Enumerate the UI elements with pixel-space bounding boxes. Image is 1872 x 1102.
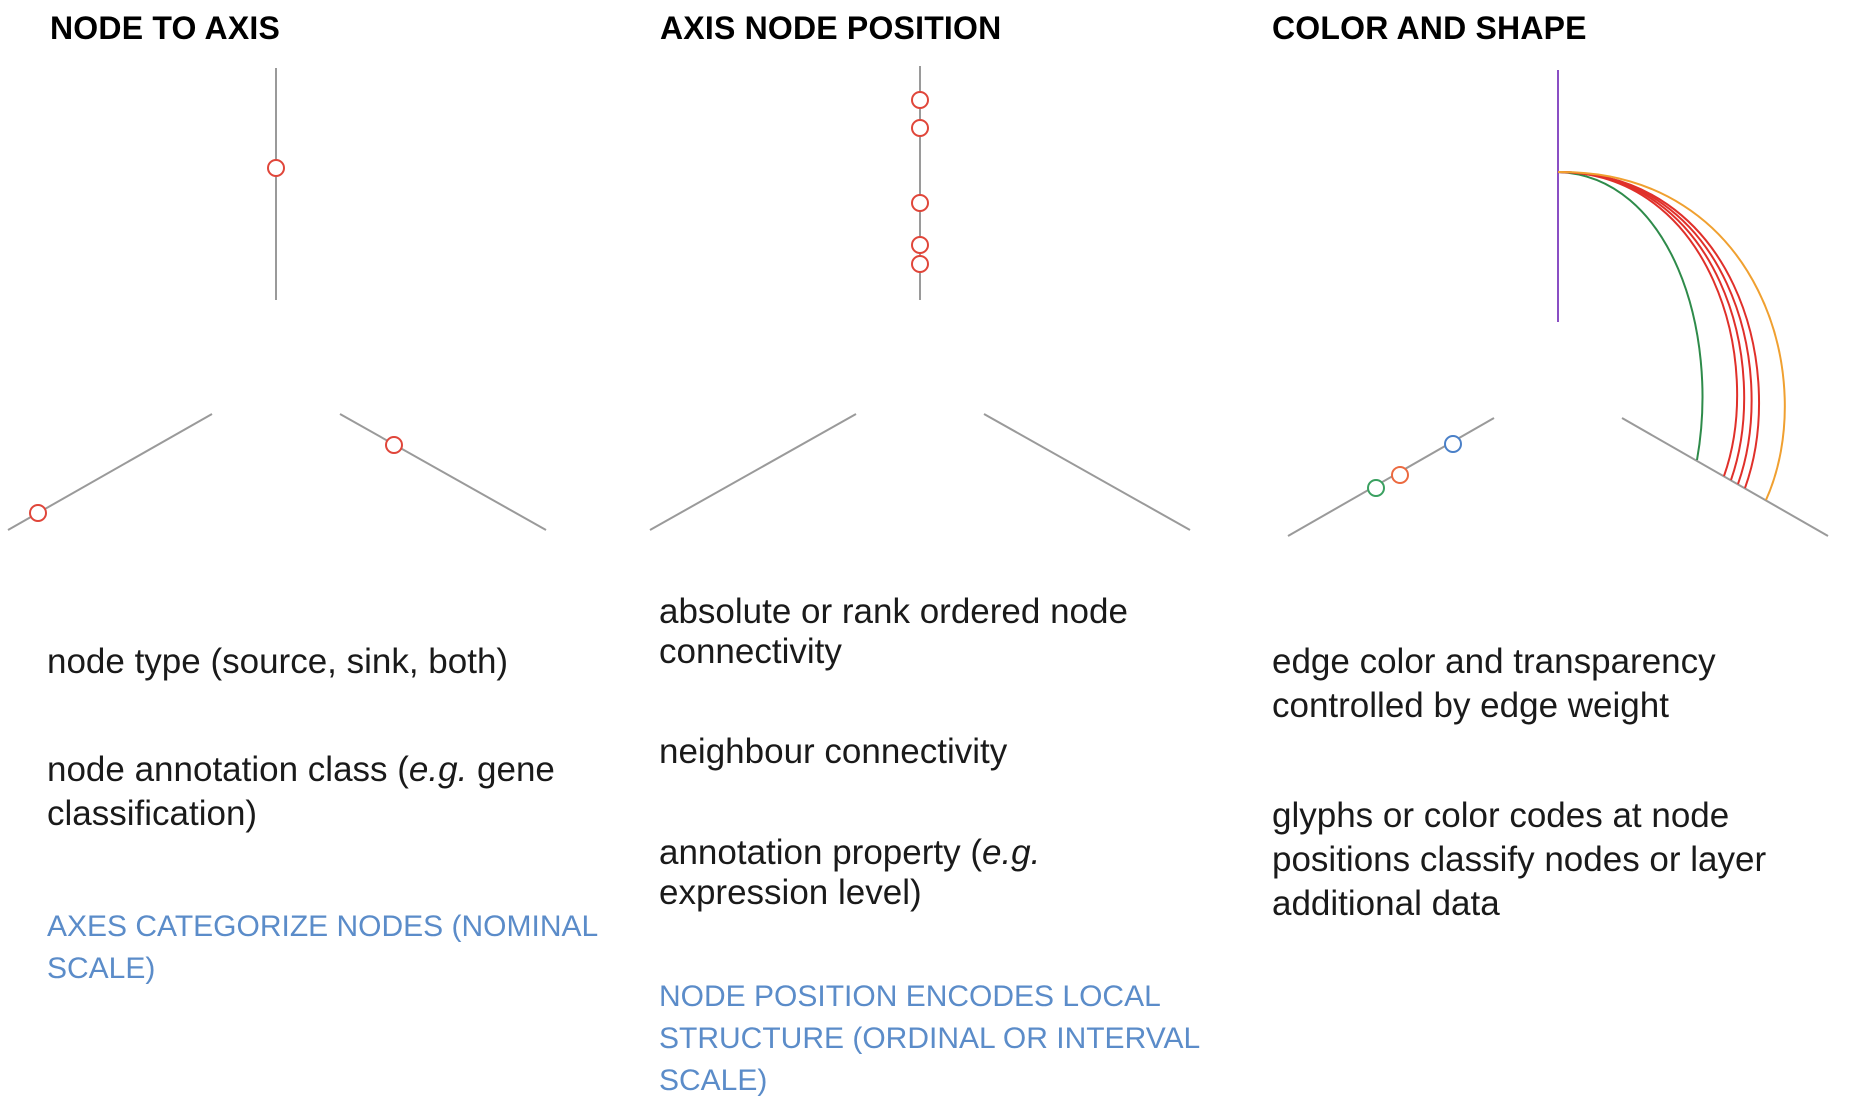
panel-axis-node-position: AXIS NODE POSITION absolute or rank orde… (620, 0, 1240, 1102)
hive-plot-node-to-axis (7, 68, 547, 531)
panel-color-and-shape: COLOR AND SHAPE edge color and transpare… (1240, 0, 1872, 1102)
description-item: node annotation class (e.g. gene classif… (47, 750, 555, 833)
left-axis (649, 413, 857, 531)
panel-title: COLOR AND SHAPE (1272, 10, 1587, 46)
description-item: absolute or rank ordered node connectivi… (659, 592, 1128, 671)
node-orange (1391, 466, 1409, 484)
description-item: annotation property (e.g. expression lev… (659, 833, 1041, 912)
right-axis (983, 413, 1191, 531)
panel-title: AXIS NODE POSITION (660, 10, 1002, 46)
node-on-left-axis (29, 504, 47, 522)
node-green (1367, 479, 1385, 497)
panel-node-to-axis: NODE TO AXIS node type (source, sink, bo… (0, 0, 620, 1102)
left-axis (1287, 417, 1495, 537)
node-on-vertical-axis (911, 236, 929, 254)
hive-plot-color-and-shape (1287, 70, 1829, 537)
node-on-vertical-axis (911, 194, 929, 212)
edge-orange (1557, 170, 1786, 501)
panel-note: NODE POSITION ENCODES LOCAL STRUCTURE (O… (659, 980, 1200, 1097)
description-item: neighbour connectivity (659, 732, 1008, 771)
panel-title: NODE TO AXIS (50, 10, 280, 46)
description-item: glyphs or color codes at node positions … (1272, 796, 1767, 923)
edge-red (1557, 171, 1761, 489)
node-on-vertical-axis (267, 159, 285, 177)
edge-green (1557, 171, 1704, 461)
hive-plot-axis-node-position (649, 66, 1191, 531)
description-item: edge color and transparency controlled b… (1272, 642, 1716, 725)
node-on-right-axis (385, 436, 403, 454)
panel-note: AXES CATEGORIZE NODES (NOMINAL SCALE) (47, 910, 598, 985)
right-axis (339, 413, 547, 531)
node-blue (1444, 435, 1462, 453)
description-item: node type (source, sink, both) (47, 642, 509, 681)
right-axis (1621, 417, 1829, 537)
node-on-vertical-axis (911, 119, 929, 137)
node-on-vertical-axis (911, 91, 929, 109)
node-on-vertical-axis (911, 255, 929, 273)
